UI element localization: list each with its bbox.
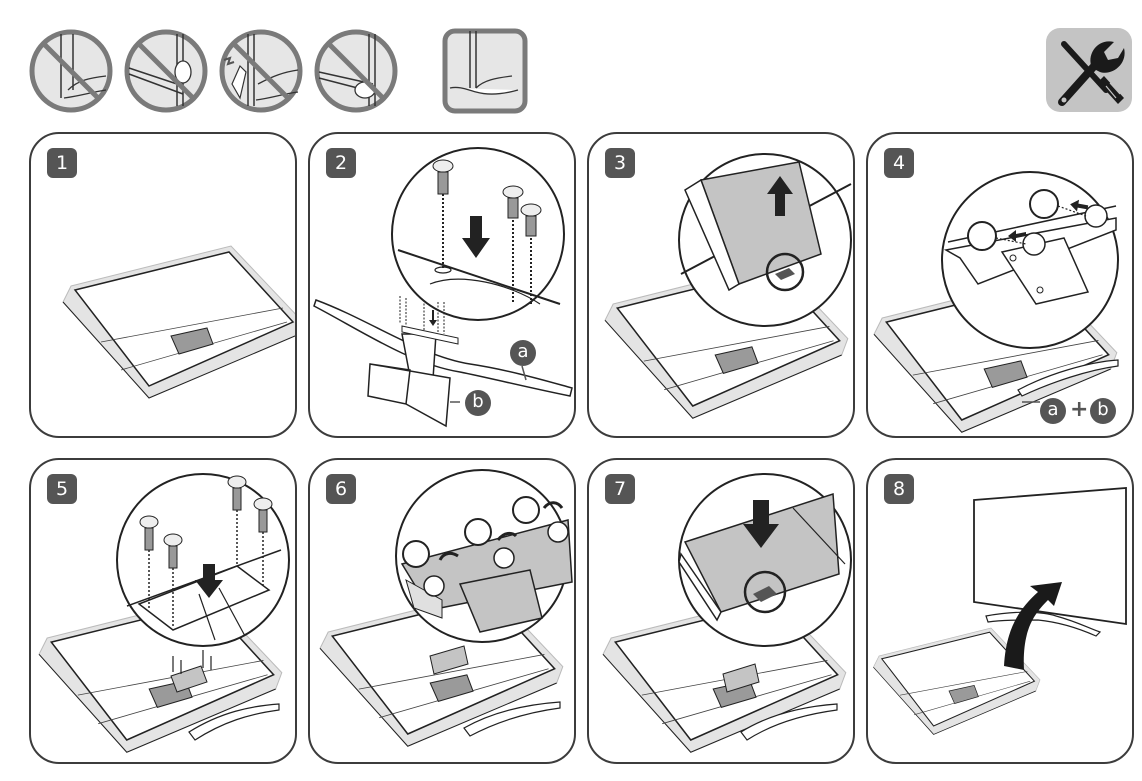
screwdriver-wrench-icon [1058,41,1125,106]
upright-tv-illustration [973,487,1127,670]
hook-detail [967,189,1108,256]
stand-assembly-illustration [313,147,573,428]
screw-icon [520,203,542,237]
zoom-circle-remove-cover [678,153,852,327]
prohibited-hold-bottom-icon [29,29,113,113]
allowed-hold-underneath-icon [442,28,528,114]
zoom-circle-press-cover [678,473,852,741]
prohibited-hold-corner-icon [314,29,398,113]
prohibited-grip-edge-icon [124,29,208,113]
lift-arrow-icon [1004,582,1062,670]
screw-icon [139,515,159,608]
prohibited-press-screen-icon [219,29,303,113]
step-number-badge: 5 [47,474,77,504]
step-panel-1: 1 [29,132,297,438]
step-panel-2: 2 a b [308,132,576,438]
step-panel-7: 7 [587,458,855,764]
lift-tv-illustration [872,627,1041,735]
screw-icon [227,475,247,564]
tv-back-panel [872,627,1041,735]
screw-icon [253,497,273,588]
part-label-b: b [465,390,491,416]
screw-icon [163,533,183,628]
screw-icon [432,159,454,195]
step-number-badge: 3 [605,148,635,178]
step-panel-3: 3 [587,132,855,438]
zoom-circle-screws [116,473,290,741]
hook-detail [402,496,569,597]
zoom-circle [391,147,565,321]
part-label-b: b [1090,398,1116,424]
screw-icon [502,185,524,219]
step-number-badge: 2 [326,148,356,178]
step-panel-4: 4 a + b [866,132,1134,438]
step-number-badge: 6 [326,474,356,504]
part-label-a: a [1040,398,1066,424]
step-panel-8: 8 [866,458,1134,764]
tools-icon [1046,28,1132,112]
step-number-badge: 7 [605,474,635,504]
part-label-a: a [510,340,536,366]
tv-back-panel [62,245,295,399]
step-number-badge: 1 [47,148,77,178]
step-number-badge: 8 [884,474,914,504]
zoom-circle-hooks [941,171,1119,403]
step-number-badge: 4 [884,148,914,178]
tv-face-down-illustration [62,245,295,399]
zoom-circle-cover-hooks [395,469,573,737]
step-panel-5: 5 [29,458,297,764]
plus-sign: + [1070,397,1089,422]
step-panel-6: 6 [308,458,576,764]
